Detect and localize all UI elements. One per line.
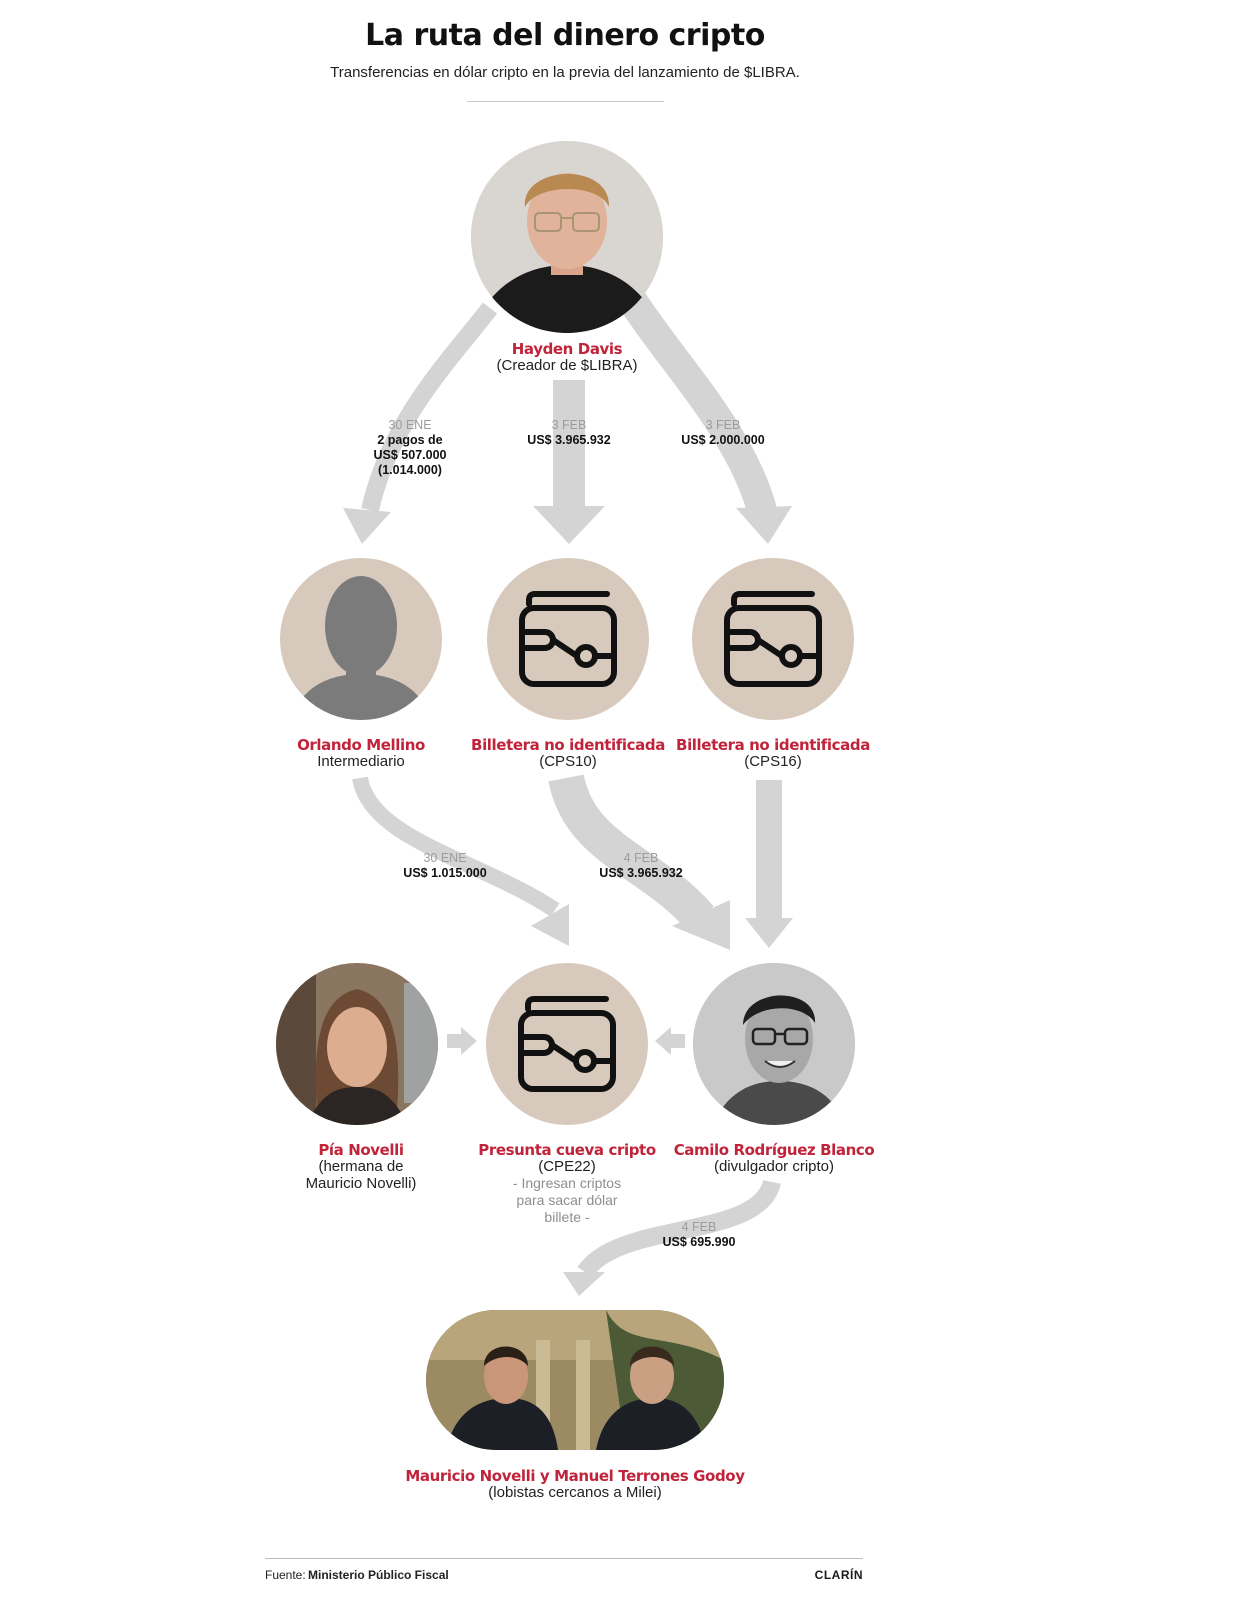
orlando-mellino-role: Intermediario <box>317 753 405 770</box>
hayden-davis-photo <box>471 141 663 333</box>
camilo-rodriguez-blanco-photo <box>693 963 855 1125</box>
transfer-hayden-orlando-amount-line1: 2 pagos de <box>377 433 443 447</box>
chart-subtitle: Transferencias en dólar cripto en la pre… <box>330 64 800 81</box>
arrow-cps10-camilo <box>548 773 714 931</box>
footer-source-prefix: Fuente: <box>265 1568 306 1582</box>
cps10-wallet-name: Billetera no identificada <box>471 736 665 754</box>
transfer-hayden-cps16-date: 3 FEB <box>705 418 741 432</box>
arrow-hayden-cps16-head <box>736 506 792 544</box>
arrow-hayden-cps10-shaft <box>553 380 585 506</box>
cpe22-note-line2: para sacar dólar <box>516 1192 618 1208</box>
transfer-hayden-orlando-amount-line3: (1.014.000) <box>378 463 442 477</box>
arrow-camilo-cpe22-head <box>655 1027 671 1055</box>
transfer-hayden-cps10-amount: US$ 3.965.932 <box>527 433 611 447</box>
transfer-hayden-cps16-amount: US$ 2.000.000 <box>681 433 765 447</box>
transfer-cps10-camilo-amount: US$ 3.965.932 <box>599 866 683 880</box>
arrow-cps10-camilo-head <box>672 900 730 950</box>
arrow-cps16-camilo-shaft <box>756 780 782 922</box>
cps10-wallet-node <box>487 558 649 720</box>
transfer-hayden-orlando-date: 30 ENE <box>388 418 432 432</box>
arrow-pia-cpe22-shaft <box>447 1034 461 1048</box>
lobistas-name: Mauricio Novelli y Manuel Terrones Godoy <box>405 1467 745 1485</box>
orlando-mellino-name: Orlando Mellino <box>297 736 425 754</box>
footer-divider <box>265 1558 863 1559</box>
arrow-orlando-cpe22 <box>352 776 560 917</box>
wallet-icon <box>518 996 616 1092</box>
hayden-davis-role: (Creador de $LIBRA) <box>496 357 638 374</box>
cps10-wallet-code: (CPS10) <box>539 753 597 770</box>
lobistas-photo <box>426 1310 724 1450</box>
cpe22-note-line3: billete - <box>544 1209 590 1225</box>
camilo-rodriguez-blanco-role: (divulgador cripto) <box>713 1158 835 1175</box>
arrow-camilo-lobistas-head <box>563 1272 605 1296</box>
cps16-wallet-code: (CPS16) <box>744 753 802 770</box>
arrow-hayden-cps10-head <box>533 506 605 544</box>
transfer-camilo-lobistas-amount: US$ 695.990 <box>662 1235 736 1249</box>
arrow-hayden-orlando <box>361 302 498 512</box>
pia-novelli-name: Pía Novelli <box>318 1141 404 1159</box>
footer-source: Ministerio Público Fiscal <box>308 1568 449 1582</box>
hayden-davis-name: Hayden Davis <box>511 340 623 358</box>
cpe22-code: (CPE22) <box>538 1158 596 1175</box>
lobistas-role: (lobistas cercanos a Milei) <box>488 1484 662 1501</box>
cpe22-note-line1: - Ingresan criptos <box>512 1175 622 1191</box>
transfer-cps10-camilo-date: 4 FEB <box>623 851 659 865</box>
cps16-wallet-node <box>692 558 854 720</box>
arrow-hayden-orlando-head <box>343 508 391 544</box>
transfer-camilo-lobistas-date: 4 FEB <box>681 1220 717 1234</box>
pia-novelli-photo <box>276 963 438 1125</box>
cpe22-name: Presunta cueva cripto <box>478 1141 656 1159</box>
chart-title: La ruta del dinero cripto <box>365 18 765 53</box>
transfer-hayden-orlando-amount-line2: US$ 507.000 <box>373 448 447 462</box>
brand-logo: CLARÍN <box>814 1568 863 1582</box>
transfer-hayden-cps10-date: 3 FEB <box>551 418 587 432</box>
transfer-orlando-cpe22-amount: US$ 1.015.000 <box>403 866 487 880</box>
arrow-camilo-cpe22-shaft <box>671 1034 685 1048</box>
wallet-icon <box>519 591 617 687</box>
arrow-orlando-cpe22-head <box>531 904 569 946</box>
wallet-icon <box>724 591 822 687</box>
cpe22-wallet-node <box>486 963 648 1125</box>
title-divider <box>467 101 664 102</box>
pia-novelli-role-line1: (hermana de <box>318 1158 404 1175</box>
arrow-camilo-lobistas <box>577 1179 781 1278</box>
orlando-mellino-avatar <box>280 558 442 720</box>
transfer-orlando-cpe22-date: 30 ENE <box>423 851 467 865</box>
arrow-pia-cpe22-head <box>461 1027 477 1055</box>
arrow-cps16-camilo-head <box>745 918 793 948</box>
cps16-wallet-name: Billetera no identificada <box>676 736 870 754</box>
pia-novelli-role-line2: Mauricio Novelli) <box>305 1175 417 1192</box>
camilo-rodriguez-blanco-name: Camilo Rodríguez Blanco <box>673 1141 875 1159</box>
